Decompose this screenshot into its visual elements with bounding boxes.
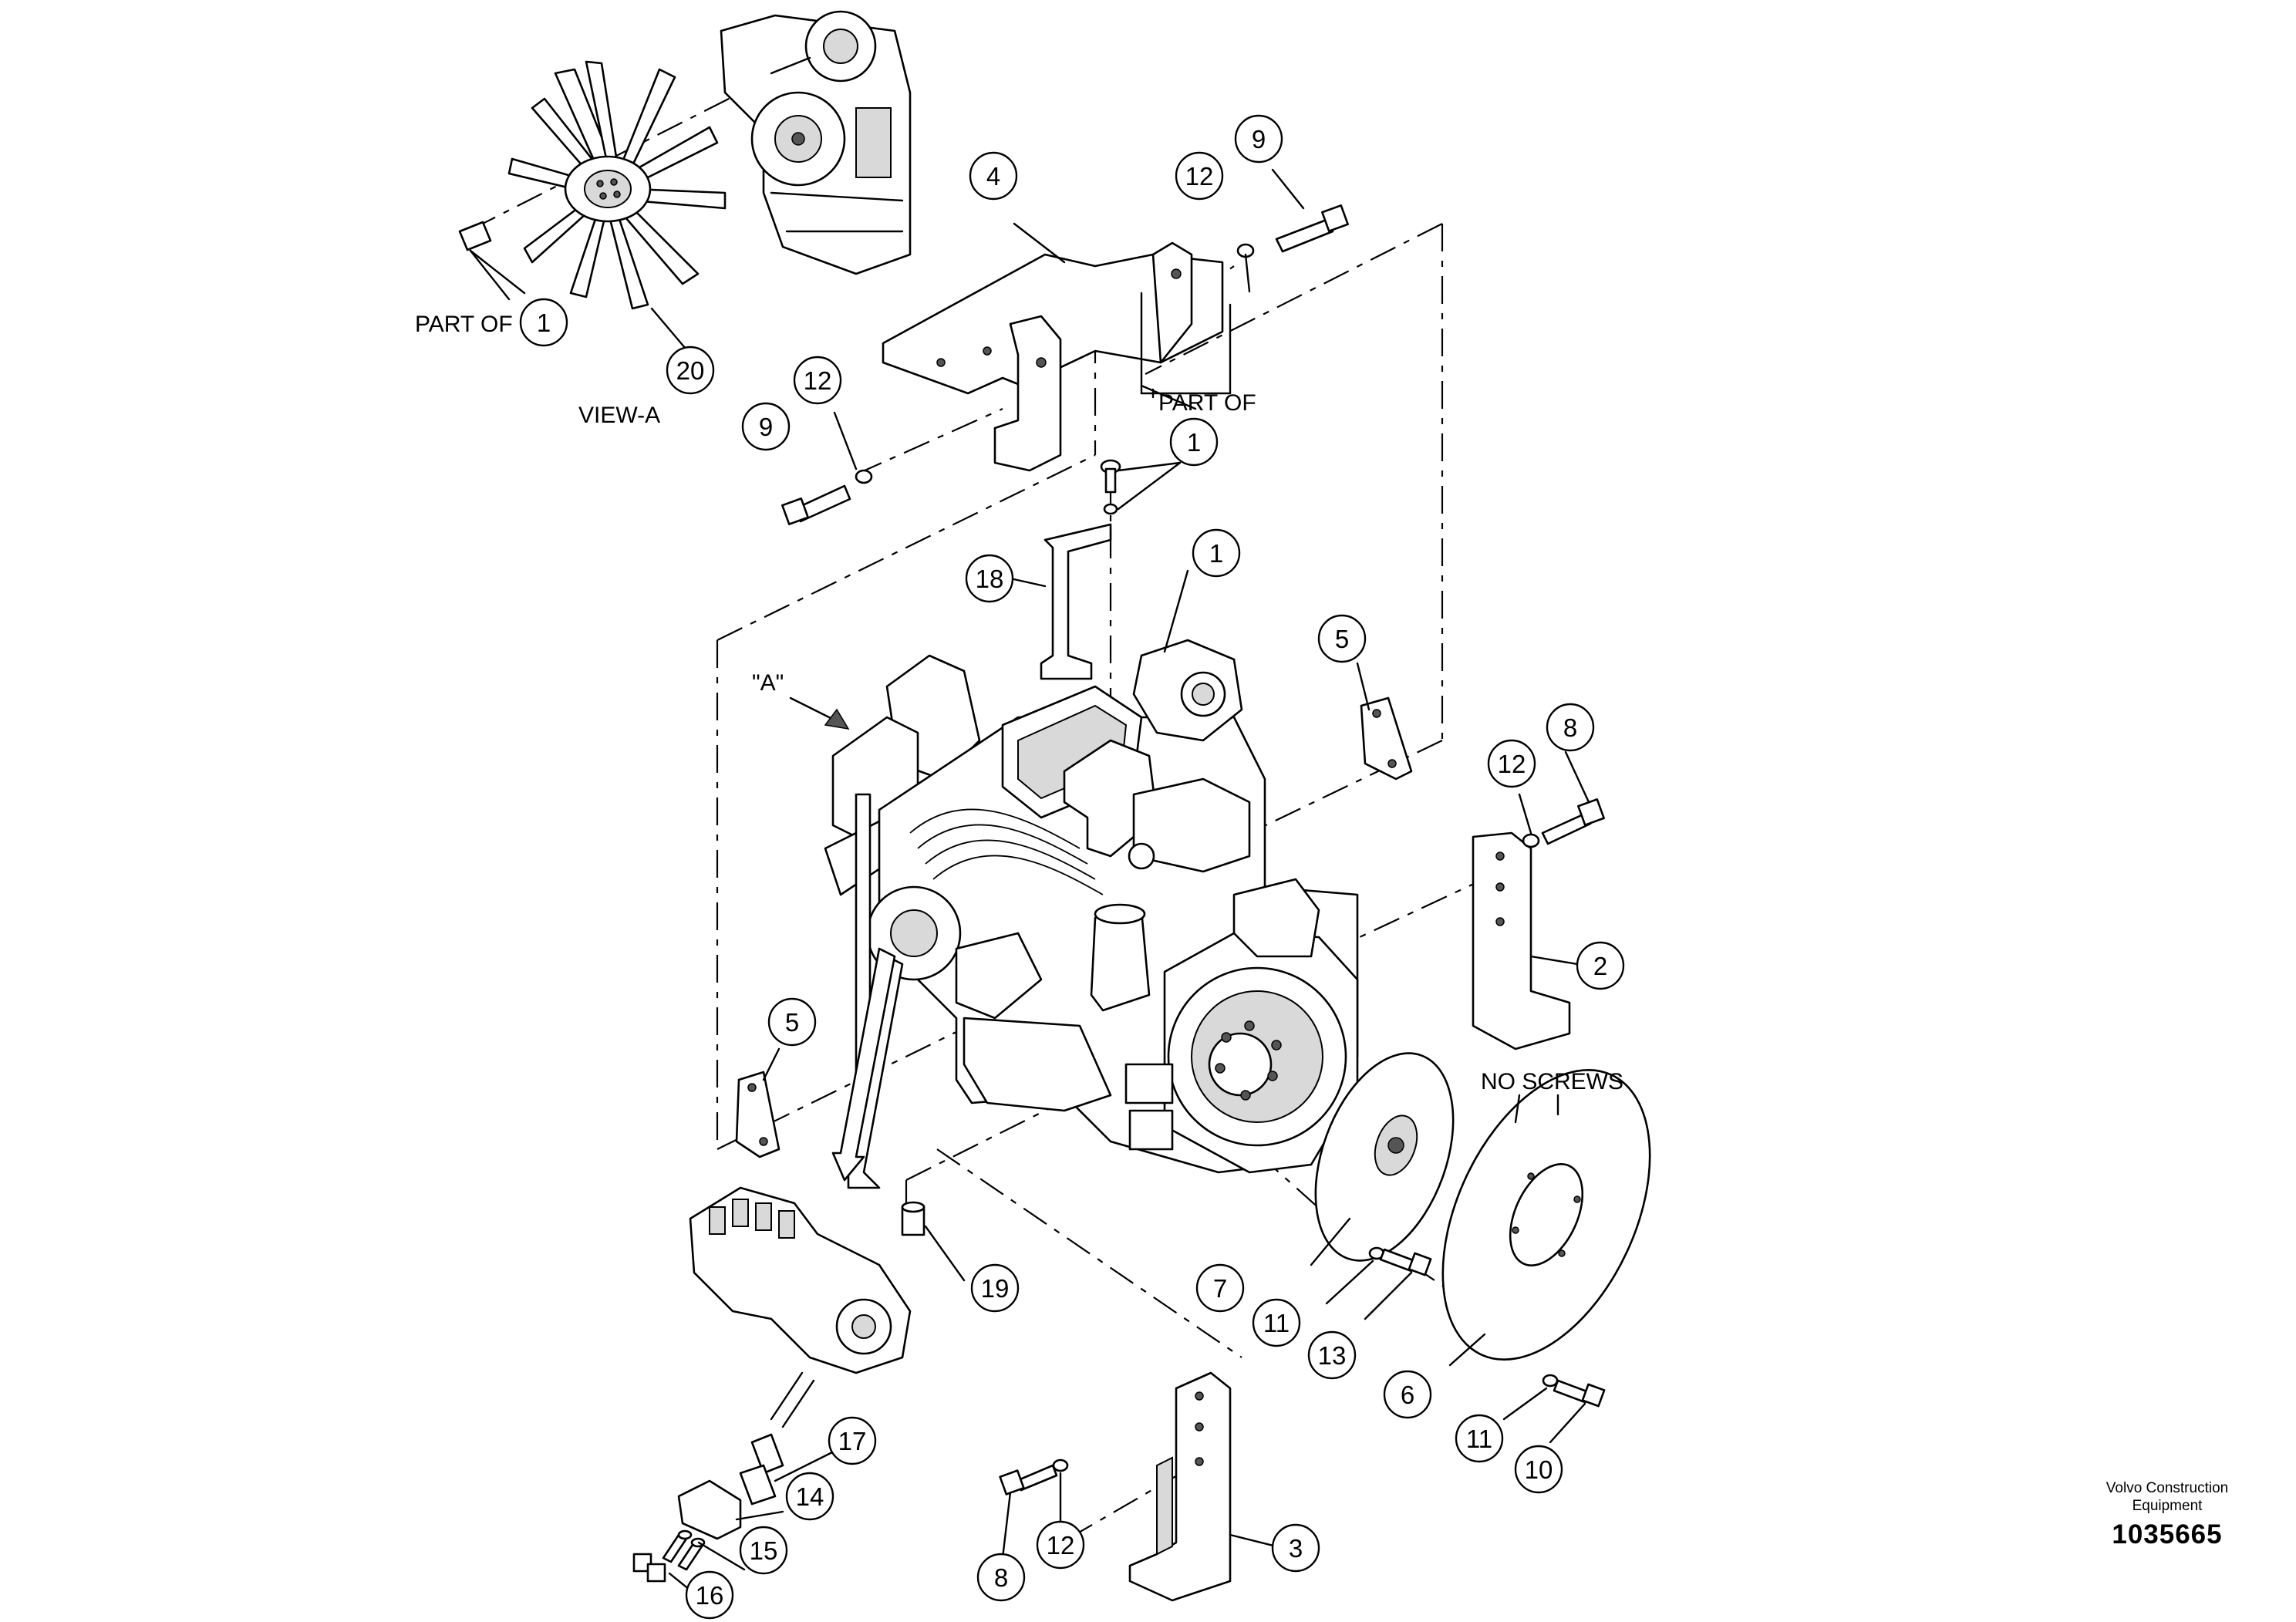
engine-front-view-a (720, 10, 912, 275)
coupling-17 (739, 1433, 838, 1506)
label-a-marker: "A" (752, 670, 784, 696)
leader-lines (469, 249, 1371, 711)
svg-text:12: 12 (1047, 1531, 1075, 1560)
text-labels: PART OF PART OF VIEW-A "A" NO SCREWS (415, 312, 1623, 1094)
svg-text:20: 20 (676, 356, 705, 385)
svg-text:15: 15 (750, 1536, 778, 1565)
callout: 15 (739, 1526, 788, 1575)
svg-text:12: 12 (804, 366, 832, 395)
drawing-number: 1035665 (2112, 1519, 2223, 1549)
svg-text:18: 18 (976, 565, 1004, 593)
fitting-19 (901, 1201, 966, 1282)
callout: 12 (1175, 151, 1224, 201)
label-no-screws: NO SCREWS (1481, 1069, 1623, 1094)
callout: 17 (828, 1416, 877, 1465)
callouts: 1 20 4 12 9 12 9 1 18 1 5 12 8 2 5 19 7 … (519, 114, 1625, 1620)
callout: 7 (1195, 1263, 1245, 1313)
callout: 16 (685, 1570, 734, 1620)
callout: 13 (1307, 1330, 1357, 1380)
callout: 3 (1271, 1523, 1320, 1573)
svg-text:19: 19 (981, 1274, 1010, 1303)
callout: 12 (1487, 739, 1536, 788)
bolt-13 (1325, 1246, 1432, 1320)
bolt-8-lower (999, 1458, 1069, 1560)
callout: 6 (1383, 1370, 1432, 1419)
svg-text:4: 4 (986, 162, 1000, 191)
callout: 4 (969, 151, 1018, 201)
bracket-5-left (735, 1047, 781, 1158)
svg-text:9: 9 (1252, 125, 1266, 153)
flange-14 (677, 1479, 784, 1540)
flywheel-7 (1310, 1052, 1455, 1266)
callout: 2 (1576, 941, 1625, 990)
brand-block: Volvo Construction Equipment 1035665 (2052, 1479, 2283, 1550)
svg-text:3: 3 (1289, 1534, 1303, 1563)
callout: 1 (1192, 528, 1241, 578)
bolt-10 (1502, 1374, 1606, 1444)
bolt-9-left (781, 411, 873, 525)
callout: 12 (793, 356, 842, 405)
callout: 11 (1252, 1298, 1301, 1347)
svg-text:6: 6 (1401, 1381, 1414, 1409)
svg-text:8: 8 (994, 1563, 1008, 1592)
callout: 14 (785, 1472, 834, 1521)
part-of-bracket (1140, 292, 1232, 395)
callout: 5 (767, 997, 817, 1047)
engine-mount-bracket-2 (1472, 831, 1579, 1050)
svg-text:1: 1 (537, 309, 551, 337)
callout: 1 (1169, 417, 1219, 467)
svg-text:17: 17 (838, 1427, 867, 1455)
callout: 19 (970, 1263, 1020, 1313)
svg-text:10: 10 (1525, 1455, 1553, 1484)
label-part-of-a: PART OF (415, 312, 513, 337)
fan-assembly-view-a (507, 60, 727, 310)
svg-text:5: 5 (785, 1008, 799, 1037)
callout: 20 (666, 346, 715, 395)
injection-pump (689, 1186, 912, 1428)
callout: 11 (1455, 1414, 1504, 1463)
engine-mount-bracket-3 (1128, 1371, 1278, 1602)
callout: 8 (1546, 703, 1595, 752)
label-view-a: VIEW-A (578, 403, 660, 428)
svg-text:2: 2 (1593, 952, 1607, 980)
svg-text:7: 7 (1213, 1274, 1227, 1303)
callout: 10 (1514, 1445, 1563, 1494)
brand-name-line2: Equipment (2132, 1498, 2203, 1514)
bolt-1-small (1100, 459, 1182, 515)
svg-text:16: 16 (696, 1581, 724, 1610)
svg-text:8: 8 (1563, 713, 1577, 742)
callout: 9 (741, 402, 791, 451)
bolts-16 (632, 1529, 746, 1598)
callout: 9 (1234, 114, 1283, 164)
fan-bolt (458, 221, 526, 295)
bracket-5-right (1360, 696, 1413, 781)
svg-text:1: 1 (1187, 428, 1201, 457)
svg-text:11: 11 (1466, 1425, 1492, 1453)
bracket-18 (1009, 523, 1112, 680)
brand-name-line1: Volvo Construction (2106, 1480, 2229, 1496)
callout: 1 (519, 298, 568, 347)
svg-text:14: 14 (796, 1482, 824, 1511)
bolt-9-top (1236, 168, 1349, 258)
svg-text:13: 13 (1318, 1341, 1347, 1370)
mounting-bracket-4 (882, 222, 1224, 472)
callout: 12 (1036, 1520, 1085, 1570)
flex-plate-6 (1441, 1069, 1651, 1367)
bolt-8-right (1518, 750, 1605, 848)
svg-text:12: 12 (1185, 162, 1214, 191)
svg-text:5: 5 (1335, 625, 1349, 653)
arrow-down (831, 947, 896, 1182)
svg-text:11: 11 (1263, 1309, 1290, 1337)
callout: 5 (1317, 614, 1367, 663)
svg-text:1: 1 (1209, 539, 1223, 568)
engine-block (824, 639, 1359, 1189)
svg-text:12: 12 (1498, 750, 1526, 778)
callout: 18 (965, 554, 1014, 603)
svg-text:9: 9 (759, 413, 773, 441)
view-a-arrow (789, 696, 850, 730)
callout: 8 (976, 1553, 1026, 1602)
label-part-of-b: PART OF (1158, 390, 1256, 416)
